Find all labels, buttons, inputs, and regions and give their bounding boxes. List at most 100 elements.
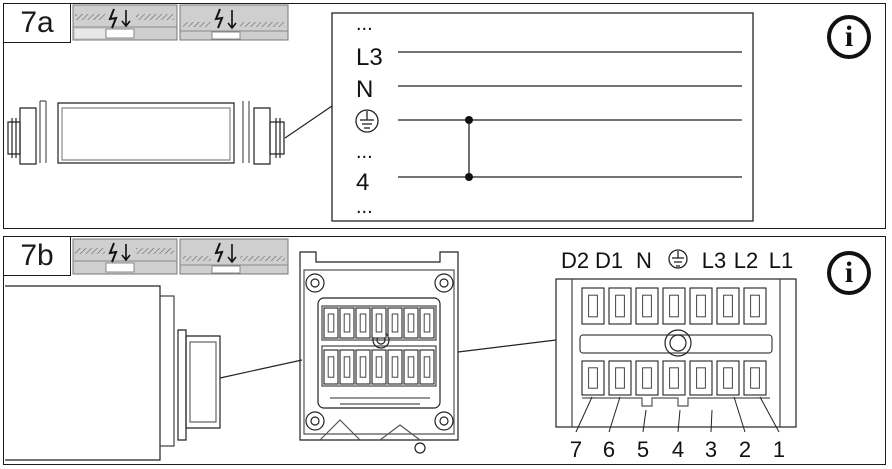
insert-pin-slot [375, 356, 383, 378]
terminal-cell-slot [642, 294, 652, 318]
terminal-number-7: 7 [570, 437, 582, 462]
ellipsis-label: ... [356, 196, 373, 218]
terminal-label-l3: L3 [702, 248, 726, 273]
insert-pin [403, 307, 419, 339]
info-icon: i [827, 251, 871, 295]
terminal-label-d1: D1 [595, 248, 623, 273]
insert-pin [339, 349, 355, 385]
terminal-cell [662, 287, 686, 325]
leader-lines [575, 396, 780, 433]
terminal-number-6: 6 [603, 437, 615, 462]
insert-pin-slot [359, 356, 367, 378]
terminal-label-d2: D2 [561, 248, 589, 273]
terminal-number-2: 2 [739, 437, 751, 462]
insert-pin-slot [327, 313, 335, 333]
terminal-label-l1: L1 [769, 248, 793, 273]
earth-ground-icon [668, 249, 688, 269]
enclosure-side-view [7, 100, 333, 165]
terminal-cell-slot [696, 294, 706, 318]
wire-label-n: N [356, 76, 373, 103]
warning-strip-mains [72, 4, 178, 41]
insert-pin-slot [327, 356, 335, 378]
insert-pin-slot [391, 313, 399, 333]
step-label-7b: 7b [4, 237, 71, 276]
terminal-cell-slot [723, 294, 733, 318]
terminal-number-3: 3 [705, 437, 717, 462]
terminal-cell-slot [615, 367, 625, 389]
wire-label-l3: L3 [356, 44, 383, 71]
insert-pins-top [323, 307, 435, 339]
junction-dot [465, 116, 473, 124]
insert-pin [419, 307, 435, 339]
insert-pin-slot [407, 356, 415, 378]
junction-dot [465, 173, 473, 181]
warning-strip-mains [72, 238, 178, 275]
insert-pin-slot [423, 313, 431, 333]
lightning-arrow-icon [108, 8, 131, 29]
terminal-cell-slot [588, 294, 598, 318]
terminal-cell [581, 360, 605, 396]
lightning-arrow-icon [214, 242, 237, 264]
terminal-cell [716, 287, 740, 325]
lightning-arrow-icon [108, 242, 131, 263]
insert-pin [355, 349, 371, 385]
enclosure-connector-view [5, 285, 303, 461]
insert-pin [323, 349, 339, 385]
insert-pin [371, 349, 387, 385]
earth-ground-icon [355, 109, 379, 133]
terminal-cell-slot [669, 294, 679, 318]
warning-strip-aux [179, 238, 289, 275]
insert-pin [371, 307, 387, 339]
terminal-cell [635, 287, 659, 325]
terminal-cell-slot [750, 294, 760, 318]
ellipsis-label: ... [356, 13, 373, 35]
warning-strip-aux [179, 4, 289, 41]
step-label-7a: 7a [4, 4, 71, 43]
insert-pin-slot [343, 313, 351, 333]
insert-pin [339, 307, 355, 339]
insert-pin-slot [359, 313, 367, 333]
insert-pin [387, 307, 403, 339]
insert-pin-slot [423, 356, 431, 378]
terminal-cell [689, 287, 713, 325]
terminal-label-n: N [636, 248, 652, 273]
terminal-cell-slot [588, 367, 598, 389]
insert-pin [355, 307, 371, 339]
terminal-label-l2: L2 [734, 248, 758, 273]
terminal-cell [743, 360, 767, 396]
terminal-cell-slot [696, 367, 706, 389]
insert-pin-slot [375, 313, 383, 333]
terminal-cell [689, 360, 713, 396]
insert-pin [323, 307, 339, 339]
insert-pin-slot [343, 356, 351, 378]
insert-pin-slot [407, 313, 415, 333]
terminal-cell [635, 360, 659, 396]
connector-insert-front [299, 251, 557, 454]
terminal-pins-top [581, 287, 767, 325]
insert-pin [403, 349, 419, 385]
terminal-number-1: 1 [773, 437, 785, 462]
terminal-cell-slot [615, 294, 625, 318]
terminal-number-4: 4 [672, 437, 684, 462]
terminal-cell [581, 287, 605, 325]
insert-pins-bottom [323, 349, 435, 385]
terminal-cell [662, 360, 686, 396]
terminal-cell-slot [750, 367, 760, 389]
insert-pin [419, 349, 435, 385]
wiring-detail-box: ... L3 N ... 4 ... [331, 12, 754, 222]
terminal-cell [608, 360, 632, 396]
lightning-arrow-icon [214, 8, 237, 30]
terminal-cell-slot [642, 367, 652, 389]
ellipsis-label: ... [356, 141, 373, 163]
terminal-cell [608, 287, 632, 325]
terminal-cell [743, 287, 767, 325]
terminal-cell-slot [723, 367, 733, 389]
terminal-cell-slot [669, 367, 679, 389]
terminal-pins-bottom [581, 360, 767, 396]
wire-label-4: 4 [356, 169, 369, 196]
terminal-number-5: 5 [637, 437, 649, 462]
terminal-cell [716, 360, 740, 396]
insert-pin-slot [391, 356, 399, 378]
info-icon: i [827, 15, 871, 59]
